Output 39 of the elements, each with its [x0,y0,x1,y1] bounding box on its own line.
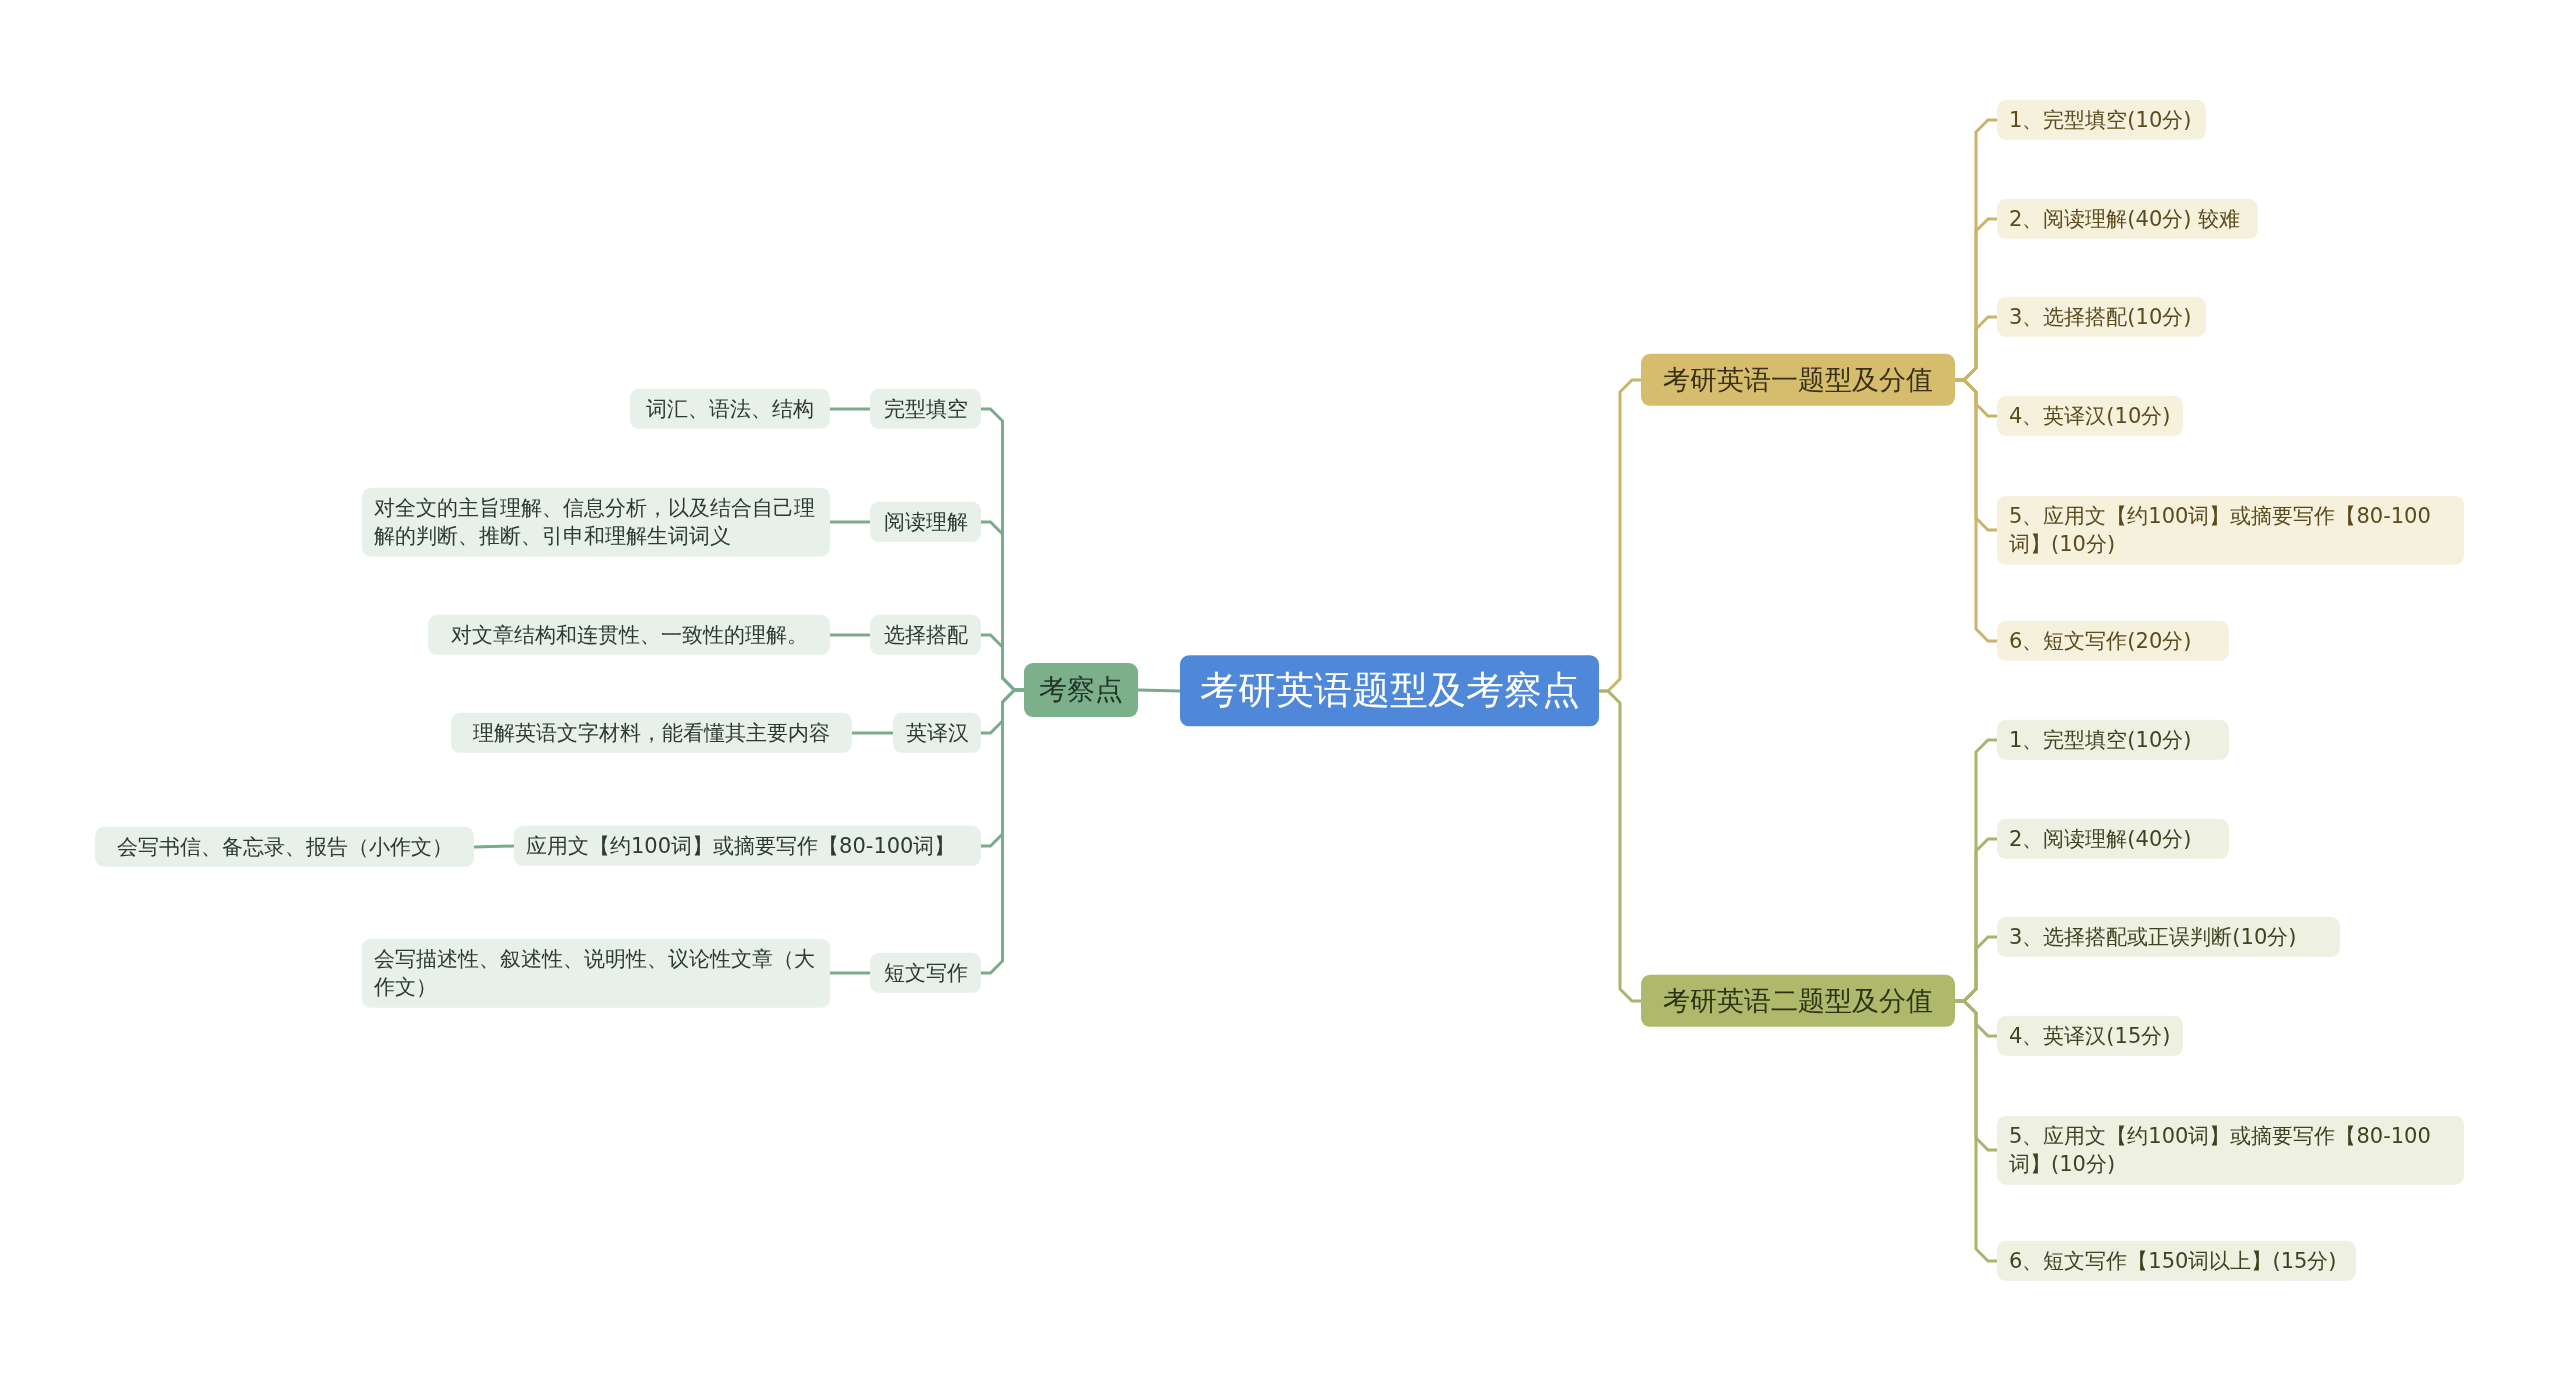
subtopic-box: 6、短文写作【150词以上】(15分) [1997,1240,2356,1282]
subtopic-box: 4、英译汉(15分) [1997,1015,2183,1057]
root-topic-box: 考研英语题型及考察点 [1180,655,1599,727]
branch-topic-box: 考研英语一题型及分值 [1641,353,1955,407]
subtopic-box: 5、应用文【约100词】或摘要写作【80-100词】(10分) [1997,495,2464,565]
branch-topic-box: 考研英语二题型及分值 [1641,974,1955,1028]
subtopic-box: 2、阅读理解(40分) [1997,818,2229,860]
subtopic-box: 5、应用文【约100词】或摘要写作【80-100词】(10分) [1997,1115,2464,1185]
subtopic-box: 1、完型填空(10分) [1997,99,2206,141]
connector-line [981,688,1024,975]
connector-line [830,407,870,411]
subtopic-box: 3、选择搭配(10分) [1997,296,2206,338]
branch-topic-box: 考察点 [1024,663,1138,717]
subtopic-box: 对全文的主旨理解、信息分析，以及结合自己理解的判断、推断、引申和理解生词词义 [362,487,830,557]
subtopic-box: 会写描述性、叙述性、说明性、议论性文章（大作文） [362,938,830,1008]
subtopic-box: 2、阅读理解(40分) 较难 [1997,198,2258,240]
subtopic-box: 英译汉 [893,712,981,754]
subtopic-box: 完型填空 [870,388,981,430]
subtopic-box: 3、选择搭配或正误判断(10分) [1997,916,2340,958]
subtopic-box: 选择搭配 [870,614,981,656]
connector-line [473,844,515,849]
subtopic-box: 6、短文写作(20分) [1997,620,2229,662]
connector-line [830,971,870,975]
subtopic-box: 1、完型填空(10分) [1997,719,2229,761]
connector-line [830,633,870,637]
subtopic-box: 对文章结构和连贯性、一致性的理解。 [428,614,830,656]
subtopic-box: 理解英语文字材料，能看懂其主要内容 [451,712,852,754]
subtopic-box: 4、英译汉(10分) [1997,395,2183,437]
connector-line [1955,378,1997,643]
subtopic-box: 阅读理解 [870,501,981,543]
subtopic-box: 应用文【约100词】或摘要写作【80-100词】 [514,825,981,867]
connector-line [830,520,870,524]
connector-line [1955,999,1997,1263]
connector-line [852,731,893,735]
connector-line [1137,688,1181,693]
subtopic-box: 短文写作 [870,952,981,994]
subtopic-box: 会写书信、备忘录、报告（小作文） [95,826,474,868]
subtopic-box: 词汇、语法、结构 [630,388,830,430]
connector-line [1599,689,1641,1003]
